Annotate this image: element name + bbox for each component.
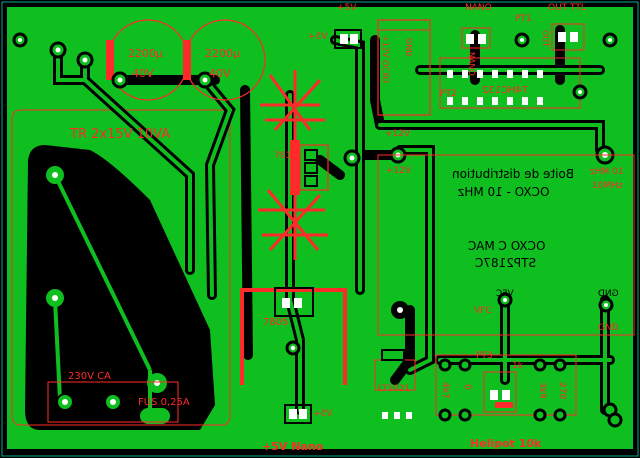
label-chip-74hc132: 74HC132 xyxy=(482,85,529,96)
title-line2: OCXO - 10 MHz xyxy=(458,185,550,199)
diode-bridge-lower xyxy=(258,185,328,260)
heatsink-7805 xyxy=(240,288,347,385)
label-lt1021: LT1021 xyxy=(378,384,411,394)
label-reg-7805: 7805 xyxy=(263,317,289,328)
label-10mhz-b: 10MHz xyxy=(592,181,623,191)
label-gnd-top: GND xyxy=(598,289,619,299)
label-out-ttl: OUT TTL xyxy=(548,3,586,13)
author-line2: STP2187C xyxy=(475,256,537,270)
label-v5-bottom: V5+ xyxy=(313,409,333,419)
label-gnd: GND xyxy=(598,323,619,333)
label-reg-7812: 7812 xyxy=(274,151,297,161)
mains-isolation-zone xyxy=(25,145,215,430)
regulator-7812-outline xyxy=(299,144,329,191)
label-res-270: 270 xyxy=(557,382,567,400)
label-plus5v-top: +5V xyxy=(337,3,357,13)
label-pt3: PT3 xyxy=(476,351,493,361)
chip-74hc132-outline xyxy=(439,57,581,109)
label-res-0: 0 xyxy=(462,384,472,390)
label-cap1-value: 2200µ xyxy=(128,47,163,60)
helipot-outline xyxy=(435,354,577,416)
label-pt1: PT1 xyxy=(515,14,532,24)
label-plus12v-b: +12V xyxy=(386,166,412,176)
label-res-1k: 1k xyxy=(512,361,523,371)
label-cap1-voltage: 40V xyxy=(132,67,154,80)
label-10mhz-a: 10 MHz xyxy=(590,167,624,177)
label-plus5v-nano: +5V Nano xyxy=(262,440,324,453)
label-vfc: VFC xyxy=(474,306,492,316)
label-vfc-top: VFC xyxy=(496,289,514,299)
diode-bridge-upper xyxy=(260,70,325,140)
label-nano-top: NANO xyxy=(465,3,492,13)
label-res-4k7: 4k7 xyxy=(440,382,450,399)
label-ocxo-gnd: GND xyxy=(404,38,413,57)
label-pt2: PT2 xyxy=(440,89,457,99)
label-v5-top: V5+ xyxy=(308,32,328,42)
distribution-box-outline xyxy=(377,154,635,336)
label-cap2-value: 2200µ xyxy=(205,47,240,60)
label-out-conn: OUT xyxy=(541,30,550,48)
label-plus12v-a: +12V xyxy=(385,129,411,139)
label-res-3k9: 3k9 xyxy=(537,382,547,399)
label-mains: 230V CA xyxy=(68,371,111,382)
label-nano-conn: NANO xyxy=(467,52,476,76)
label-cap2-voltage: 40V xyxy=(209,67,231,80)
author-line1: OCXO C MAC xyxy=(468,239,546,253)
label-ocxo-left: +12V OCXO xyxy=(381,35,390,84)
label-transformer: TR 2x15V 10VA xyxy=(70,127,171,142)
label-fuse: FUS 0,25A xyxy=(138,397,190,408)
title-line1: Boite de distribution xyxy=(452,167,575,181)
label-helipot: Helipot 10k xyxy=(470,437,542,450)
